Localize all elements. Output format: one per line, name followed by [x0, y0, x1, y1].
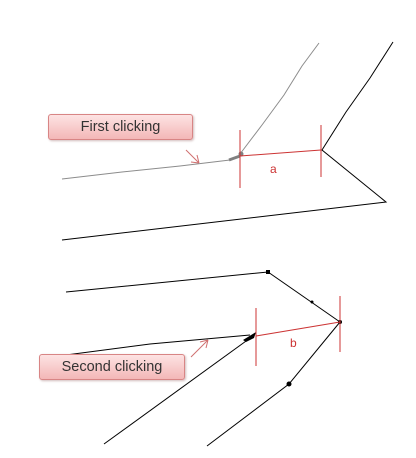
top-pick-marker	[228, 154, 241, 162]
bottom-vertex-square	[266, 270, 270, 274]
first-callout-arrow	[185, 149, 200, 164]
bottom-right-polyline	[206, 321, 341, 447]
top-figure: a	[61, 41, 394, 241]
dimension-a-line	[239, 149, 322, 157]
dimension-b-line	[255, 321, 341, 337]
bottom-diagonal-line	[103, 335, 254, 445]
dimension-a-label: a	[270, 162, 277, 176]
bottom-pick-marker	[243, 332, 256, 342]
top-black-outline	[61, 41, 394, 241]
second-clicking-callout: Second clicking	[39, 354, 185, 380]
bottom-mid-dot	[310, 300, 314, 304]
bottom-second-curve	[65, 334, 251, 356]
dimension-b-label: b	[290, 336, 297, 350]
bottom-figure: b	[65, 270, 342, 447]
top-grey-curve	[61, 159, 231, 180]
first-clicking-callout: First clicking	[48, 114, 193, 140]
bottom-upper-polyline	[65, 271, 341, 323]
top-grey-curve-upper	[239, 42, 320, 155]
second-callout-arrow	[190, 339, 209, 358]
bottom-lower-dot	[286, 381, 292, 387]
